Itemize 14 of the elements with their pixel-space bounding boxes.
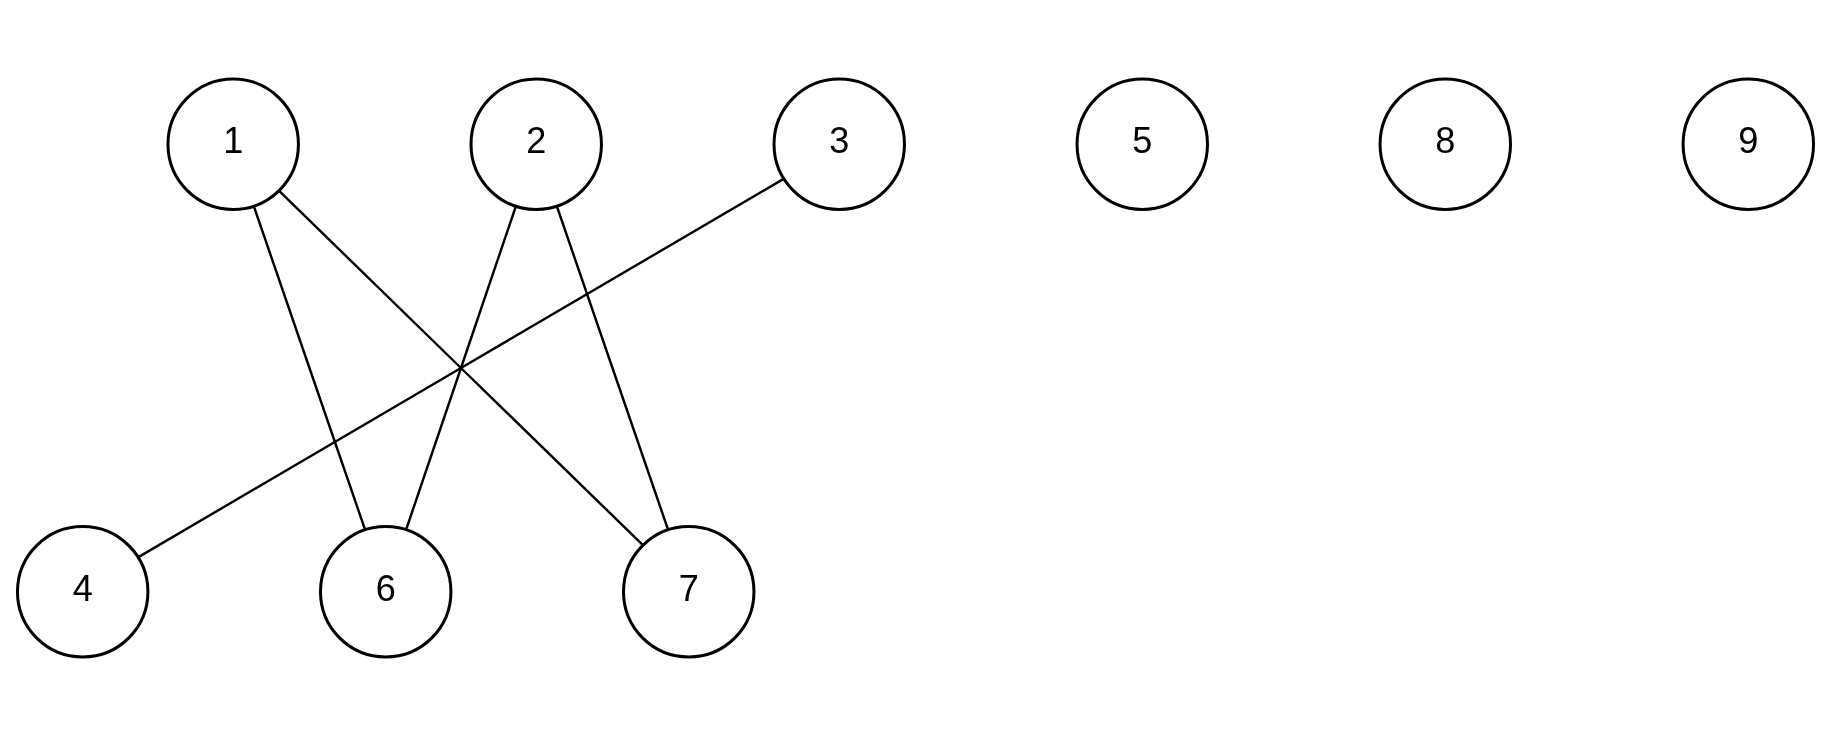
connector bbox=[137, 177, 785, 559]
node-circle: 8 bbox=[1378, 77, 1512, 211]
connector bbox=[278, 190, 644, 546]
node-circle: 2 bbox=[469, 77, 603, 211]
node-circle: 4 bbox=[15, 525, 150, 659]
connector bbox=[252, 206, 367, 531]
node-circle: 3 bbox=[772, 77, 906, 211]
node-circle: 6 bbox=[319, 525, 453, 659]
node-circle: 9 bbox=[1681, 77, 1816, 211]
node-circle: 7 bbox=[622, 525, 756, 659]
node-circle: 5 bbox=[1075, 77, 1209, 211]
connector bbox=[404, 206, 517, 531]
node-circle: 1 bbox=[166, 77, 300, 211]
connector bbox=[555, 206, 670, 531]
